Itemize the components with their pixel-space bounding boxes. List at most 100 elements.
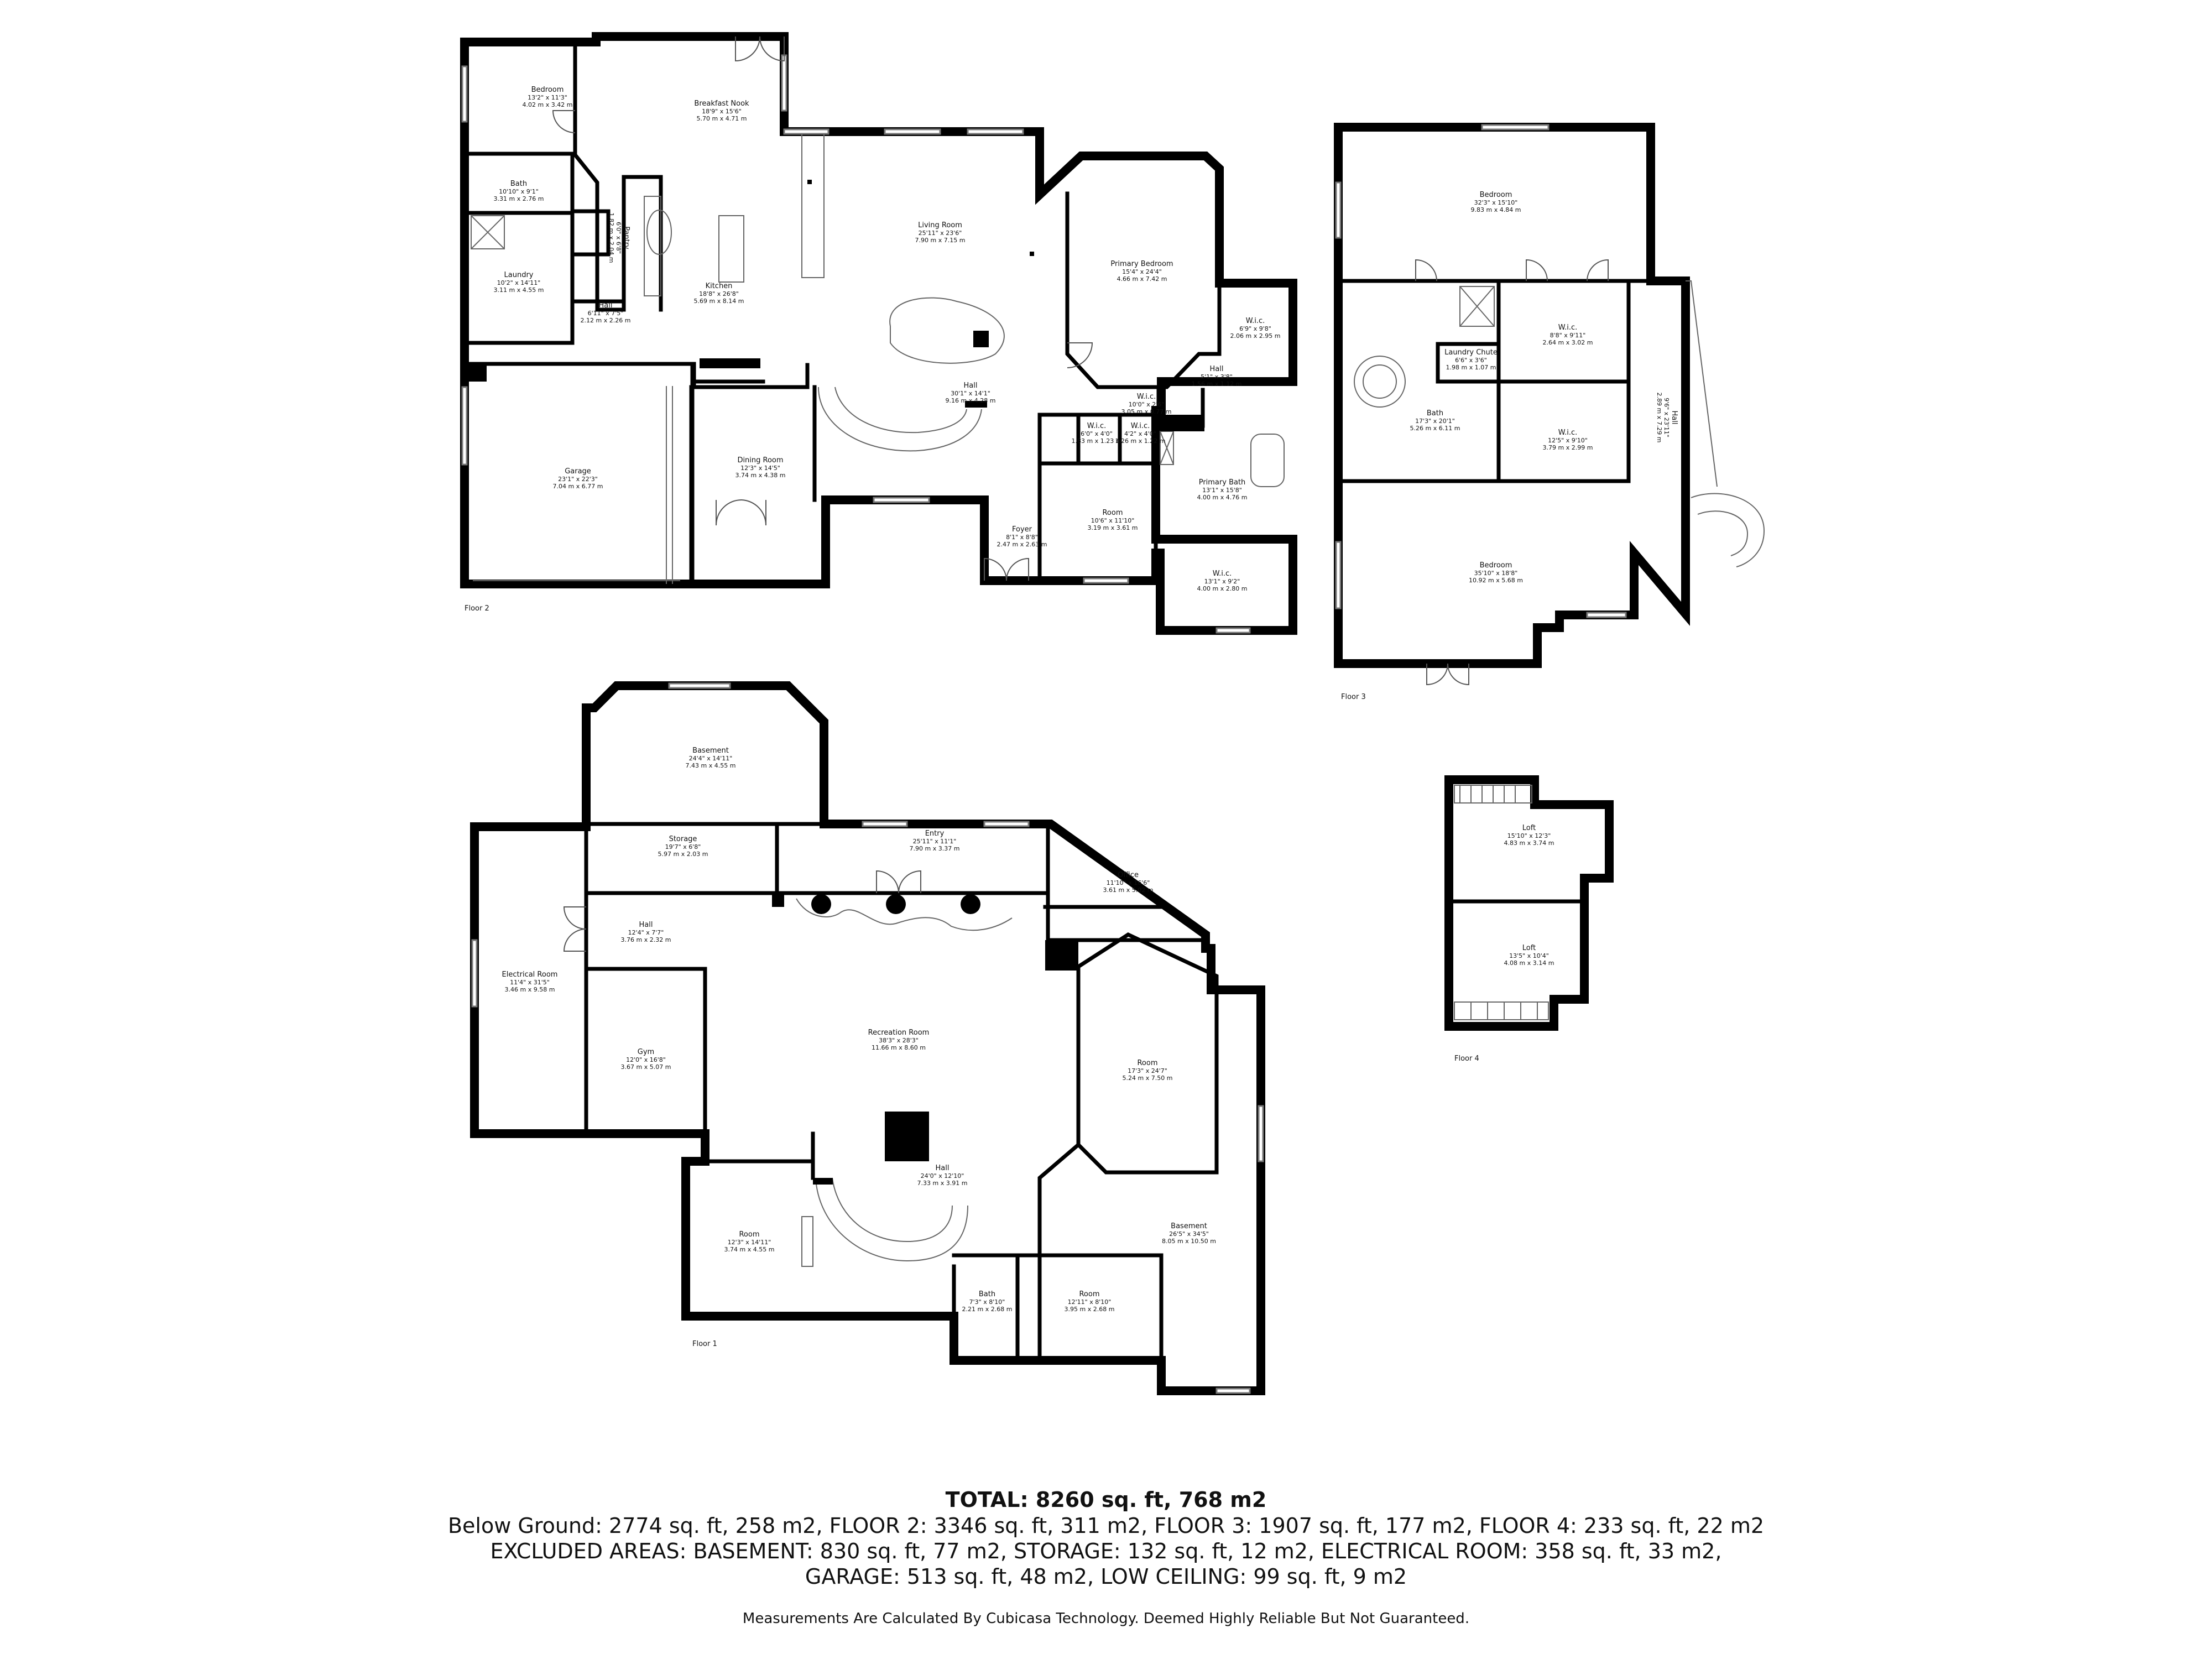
room-dimensions-imperial: 10'0" x 2'6" — [1129, 401, 1165, 408]
room-label: W.i.c.10'0" x 2'6"3.05 m x 0.77 m — [1121, 393, 1172, 415]
room-dimensions-metric: 7.90 m x 3.37 m — [910, 845, 960, 852]
room-label: W.i.c.8'8" x 9'11"2.64 m x 3.02 m — [1543, 324, 1593, 346]
room-name: Electrical Room — [502, 971, 558, 979]
room-dimensions-imperial: 10'6" x 11'10" — [1091, 517, 1135, 524]
room-label: W.i.c.6'0" x 4'0"1.83 m x 1.23 m — [1072, 422, 1122, 445]
room-name: Office — [1118, 871, 1139, 879]
room-name: Bath — [510, 180, 527, 188]
room-dimensions-imperial: 25'11" x 11'1" — [913, 838, 957, 845]
room-dimensions-metric: 2.21 m x 2.68 m — [962, 1306, 1013, 1313]
room-dimensions-metric: 7.33 m x 3.91 m — [917, 1180, 968, 1187]
room-dimensions-metric: 4.00 m x 4.76 m — [1197, 494, 1248, 501]
room-dimensions-metric: 2.06 m x 2.95 m — [1230, 332, 1281, 340]
room-dimensions-imperial: 30'1" x 14'1" — [951, 390, 990, 397]
room-name: Foyer — [1012, 525, 1032, 534]
room-name: Recreation Room — [868, 1029, 930, 1037]
room-dimensions-metric: 3.46 m x 9.58 m — [505, 986, 555, 993]
floor-3-label: Floor 3 — [1341, 693, 1366, 701]
room-dimensions-metric: 4.00 m x 2.80 m — [1197, 585, 1248, 592]
room-dimensions-metric: 5.70 m x 4.71 m — [697, 115, 747, 122]
room-dimensions-imperial: 10'2" x 14'11" — [497, 279, 541, 286]
room-dimensions-metric: 2.89 m x 7.29 m — [1656, 393, 1663, 443]
room-dimensions-metric: 1.26 m x 1.22 m — [1115, 437, 1166, 445]
room-dimensions-imperial: 13'1" x 9'2" — [1204, 578, 1240, 585]
room-name: Basement — [692, 747, 729, 755]
room-name: Room — [739, 1230, 759, 1239]
room-dimensions-metric: 4.66 m x 7.42 m — [1117, 275, 1167, 283]
room-name: W.i.c. — [1558, 429, 1578, 437]
room-dimensions-imperial: 13'1" x 15'8" — [1202, 487, 1242, 494]
room-dimensions-imperial: 18'9" x 15'6" — [702, 108, 742, 115]
room-dimensions-metric: 1.82 m x 2.04 m — [608, 213, 615, 263]
room-dimensions-metric: 1.83 m x 1.23 m — [1072, 437, 1122, 445]
room-dimensions-metric: 4.83 m x 3.74 m — [1504, 839, 1554, 847]
room-name: Hall — [639, 921, 653, 929]
room-dimensions-imperial: 25'11" x 23'6" — [919, 229, 962, 237]
room-dimensions-metric: 7.43 m x 4.55 m — [686, 762, 736, 769]
room-name: Breakfast Nook — [694, 100, 749, 108]
room-dimensions-metric: 10.92 m x 5.68 m — [1469, 577, 1523, 584]
room-dimensions-imperial: 13'2" x 11'3" — [528, 94, 567, 101]
room-name: W.i.c. — [1213, 570, 1232, 578]
room-dimensions-metric: 3.31 m x 2.76 m — [494, 195, 544, 202]
room-name: Loft — [1522, 824, 1536, 832]
room-dimensions-imperial: 15'4" x 24'4" — [1122, 268, 1162, 275]
room-dimensions-metric: 3.67 m x 5.07 m — [621, 1063, 671, 1071]
room-dimensions-metric: 7.90 m x 7.15 m — [915, 237, 966, 244]
room-dimensions-imperial: 7'3" x 8'10" — [969, 1298, 1005, 1306]
room-dimensions-metric: 11.66 m x 8.60 m — [872, 1044, 926, 1051]
room-dimensions-metric: 5.69 m x 8.14 m — [694, 298, 744, 305]
room-dimensions-imperial: 19'7" x 6'8" — [665, 843, 701, 851]
room-dimensions-metric: 2.64 m x 3.02 m — [1543, 339, 1593, 346]
room-label: W.i.c.13'1" x 9'2"4.00 m x 2.80 m — [1197, 570, 1248, 592]
floor-3-plan — [1334, 123, 1765, 686]
room-dimensions-imperial: 17'3" x 24'7" — [1128, 1067, 1167, 1074]
room-name: Primary Bath — [1199, 478, 1246, 487]
room-dimensions-imperial: 9'6" x 23'11" — [1663, 398, 1670, 437]
room-name: Room — [1137, 1059, 1157, 1067]
room-name: Loft — [1522, 944, 1536, 952]
room-name: Entry — [925, 830, 945, 838]
room-dimensions-metric: 2.12 m x 2.26 m — [581, 317, 631, 324]
room-dimensions-imperial: 13'5" x 10'4" — [1509, 952, 1549, 959]
room-dimensions-imperial: 5'1" x 3'8" — [1201, 373, 1233, 380]
room-dimensions-metric: 5.26 m x 6.11 m — [1410, 425, 1460, 432]
room-dimensions-metric: 9.83 m x 4.84 m — [1471, 206, 1521, 213]
room-dimensions-metric: 1.98 m x 1.07 m — [1446, 364, 1496, 371]
room-dimensions-metric: 3.61 m x 5.02 m — [1103, 886, 1154, 894]
room-dimensions-metric: 9.16 m x 4.28 m — [946, 397, 996, 404]
floor-2-plan — [460, 32, 1297, 635]
room-name: Basement — [1171, 1222, 1207, 1230]
room-dimensions-metric: 5.97 m x 2.03 m — [658, 851, 708, 858]
room-name: Garage — [565, 467, 591, 476]
room-dimensions-imperial: 35'10" x 18'8" — [1474, 570, 1518, 577]
room-label: W.i.c.4'2" x 4'0"1.26 m x 1.22 m — [1115, 422, 1166, 445]
room-name: Storage — [669, 835, 697, 843]
area-summary: TOTAL: 8260 sq. ft, 768 m2 Below Ground:… — [0, 1486, 2212, 1589]
room-dimensions-imperial: 6'9" x 9'8" — [1239, 325, 1271, 332]
room-dimensions-metric: 3.74 m x 4.55 m — [724, 1246, 775, 1253]
room-dimensions-imperial: 17'3" x 20'1" — [1415, 418, 1455, 425]
room-dimensions-metric: 3.76 m x 2.32 m — [621, 936, 671, 943]
room-name: Gym — [638, 1048, 654, 1056]
room-dimensions-imperial: 38'3" x 28'3" — [879, 1037, 919, 1044]
room-name: Kitchen — [706, 282, 733, 290]
room-dimensions-metric: 4.08 m x 3.14 m — [1504, 959, 1554, 967]
